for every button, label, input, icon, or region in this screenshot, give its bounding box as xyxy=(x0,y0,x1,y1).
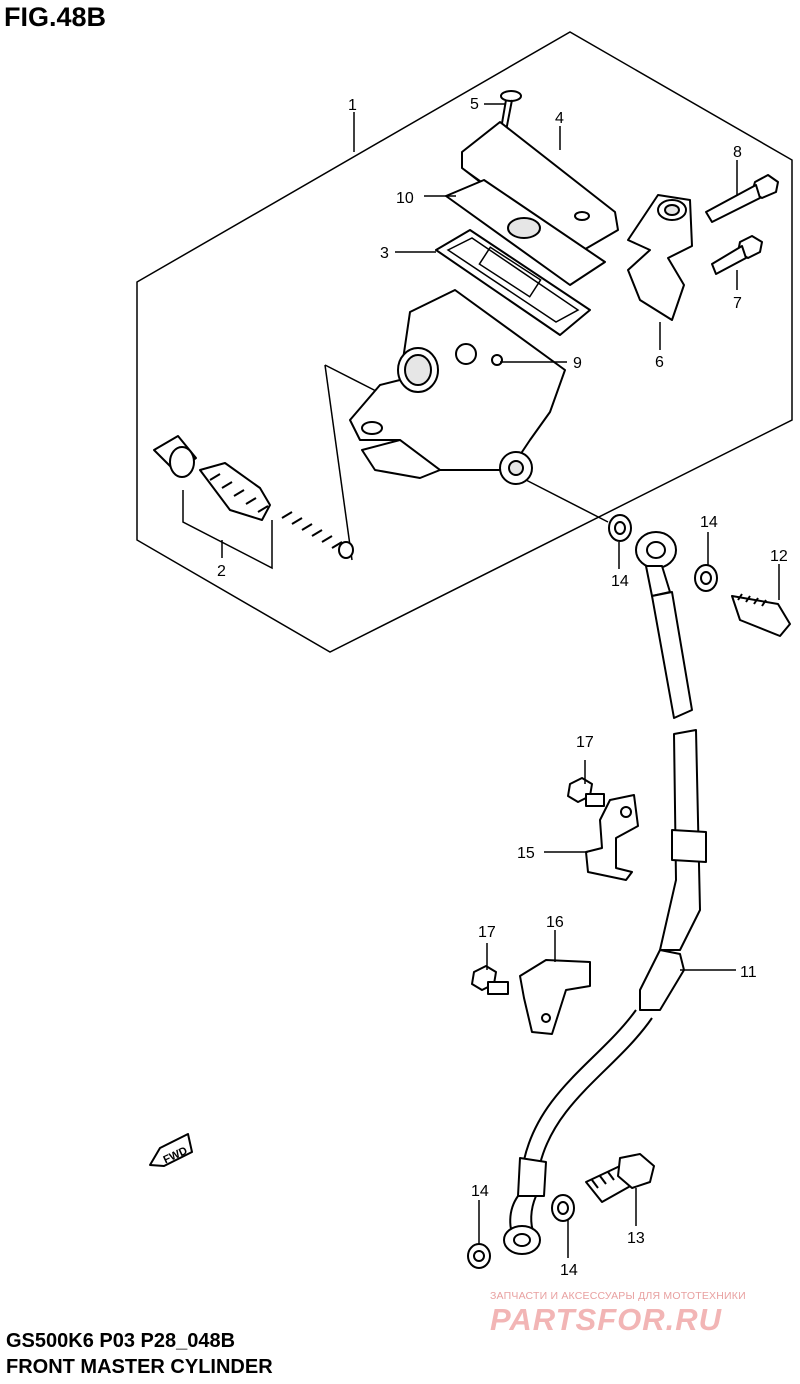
figure-title: FIG.48B xyxy=(4,2,107,32)
callout-9: 9 xyxy=(573,355,582,372)
callout-5: 5 xyxy=(470,96,479,113)
brake-hose-lower xyxy=(503,1009,653,1255)
figure-code: GS500K6 P03 P28_048B xyxy=(6,1330,236,1352)
washer-part-14a xyxy=(608,514,632,542)
fwd-arrow-icon: FWD xyxy=(149,1133,193,1167)
diaphragm-part-3 xyxy=(435,229,591,336)
washer-part-14c xyxy=(467,1243,491,1269)
clamp-part-6 xyxy=(627,194,693,321)
callout-2: 2 xyxy=(217,563,226,580)
clamp-part-15 xyxy=(585,794,639,881)
callout-8: 8 xyxy=(733,144,742,161)
callout-1: 1 xyxy=(348,97,357,114)
callout-4: 4 xyxy=(555,110,564,127)
callout-3: 3 xyxy=(380,245,389,262)
callout-7: 7 xyxy=(733,295,742,312)
callout-14a: 14 xyxy=(611,573,629,590)
washer-part-14d xyxy=(551,1194,575,1222)
union-bolt-part-13 xyxy=(585,1153,655,1203)
washer-part-14b xyxy=(694,564,718,592)
assembly-outline xyxy=(136,31,793,653)
bracket-part-16 xyxy=(519,959,591,1035)
plate-part-10 xyxy=(445,179,606,286)
callout-14d: 14 xyxy=(560,1262,578,1279)
callout-14c: 14 xyxy=(471,1183,489,1200)
callout-12: 12 xyxy=(770,548,788,565)
callout-11: 11 xyxy=(740,964,757,981)
bolt-part-7 xyxy=(711,235,763,275)
callout-10: 10 xyxy=(396,190,414,207)
callout-17b: 17 xyxy=(478,924,496,941)
figure-name: FRONT MASTER CYLINDER xyxy=(6,1356,273,1378)
brake-hose-upper xyxy=(639,591,707,1011)
callout-15: 15 xyxy=(517,845,535,862)
banjo-fitting-upper xyxy=(635,531,677,597)
callout-13: 13 xyxy=(627,1230,645,1247)
piston-kit-part-2 xyxy=(153,435,354,559)
callout-6: 6 xyxy=(655,354,664,371)
union-bolt-part-12 xyxy=(731,593,791,637)
master-cylinder-body xyxy=(349,289,566,485)
watermark-tagline: ЗАПЧАСТИ И АКСЕССУАРЫ ДЛЯ МОТОТЕХНИКИ xyxy=(490,1290,746,1302)
callout-14b: 14 xyxy=(700,514,718,531)
bolt-part-17a xyxy=(567,777,605,807)
screw-part-5 xyxy=(499,90,522,137)
callout-16: 16 xyxy=(546,914,564,931)
bolt-part-17b xyxy=(471,965,509,995)
callout-17a: 17 xyxy=(576,734,594,751)
watermark-logo: PARTSFOR.RU xyxy=(490,1302,723,1337)
bolt-part-8 xyxy=(705,174,779,223)
